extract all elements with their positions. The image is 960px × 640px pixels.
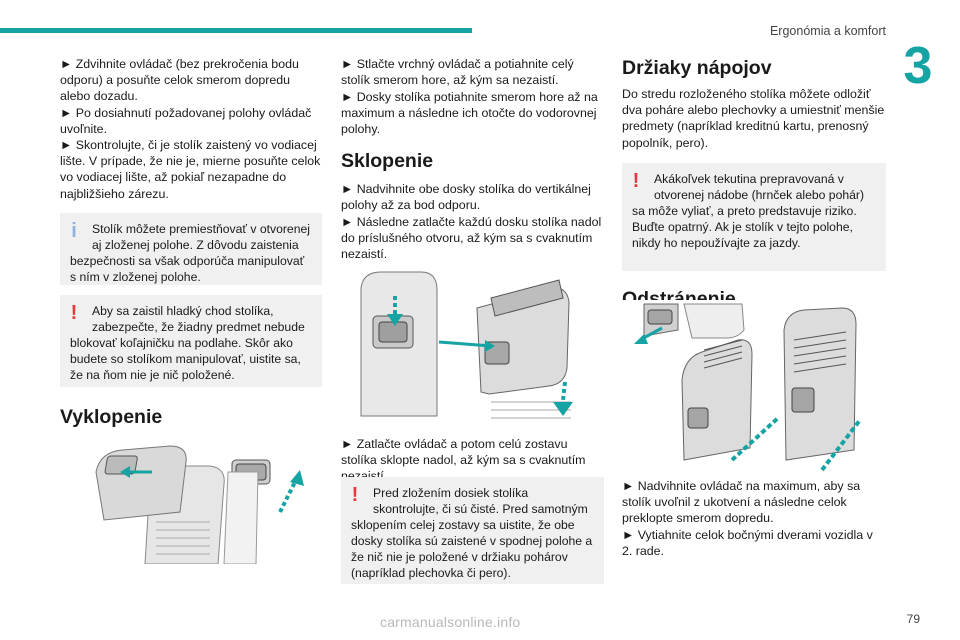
column-2-lower: ► Zatlačte ovládač a potom celú zostavu … — [341, 436, 604, 584]
chapter-title: Ergonómia a komfort — [769, 24, 886, 38]
warning-icon: ! — [70, 302, 78, 324]
step-text: ► Následne zatlačte každú dosku stolíka … — [341, 215, 602, 262]
section-heading-fold: Sklopenie — [341, 150, 434, 172]
chapter-number: 3 — [903, 37, 933, 95]
warning-box: ! Akákoľvek tekutina prepravovaná v otvo… — [622, 163, 886, 271]
section-heading-cups: Držiaky nápojov — [622, 57, 772, 79]
warning-text: blokovať koľajničku na podlahe. Skôr ako… — [70, 336, 301, 382]
warning-box: ! Aby sa zaistil hladký chod stolíka, za… — [60, 295, 322, 387]
illustration-remove — [622, 300, 886, 472]
warning-text: Pred zložením dosiek stolíka skontrolujt… — [373, 486, 588, 516]
warning-icon: ! — [632, 170, 640, 192]
step-text: ► Nadvihnite ovládač na maximum, aby sa … — [622, 479, 861, 526]
body-text: Do stredu rozloženého stolíka môžete odl… — [622, 87, 885, 150]
section-heading-unfold: Vyklopenie — [60, 406, 163, 428]
illustration-unfold — [60, 432, 322, 564]
header-accent-bar — [0, 28, 472, 33]
warning-box: ! Pred zložením dosiek stolíka skontrolu… — [341, 477, 604, 584]
step-text: ► Vytiahnite celok bočnými dverami vozid… — [622, 528, 873, 559]
step-text: ► Skontrolujte, či je stolík zaistený vo… — [60, 138, 321, 201]
info-text: bezpečnosti sa však odporúča manipulovať… — [70, 254, 305, 284]
step-text: ► Dosky stolíka potiahnite smerom hore a… — [341, 90, 598, 137]
step-text: ► Nadvihnite obe dosky stolíka do vertik… — [341, 182, 591, 213]
step-text: ► Zatlačte ovládač a potom celú zostavu … — [341, 437, 586, 483]
column-2: ► Stlačte vrchný ovládač a potiahnite ce… — [341, 56, 604, 263]
column-3: Držiaky nápojov Do stredu rozloženého st… — [622, 56, 886, 311]
info-icon: i — [71, 220, 77, 242]
step-text: ► Po dosiahnutí požadovanej polohy ovlád… — [60, 106, 312, 137]
warning-text: Aby sa zaistil hladký chod stolíka, zabe… — [92, 304, 305, 334]
page-number: 79 — [906, 612, 920, 626]
step-text: ► Stlačte vrchný ovládač a potiahnite ce… — [341, 57, 574, 88]
watermark: carmanualsonline.info — [380, 614, 521, 630]
warning-text: sa môže vyliať, a preto predstavuje rizi… — [632, 204, 857, 250]
column-3-lower: ► Nadvihnite ovládač na maximum, aby sa … — [622, 478, 886, 560]
info-box: i Stolík môžete premiestňovať v otvorene… — [60, 213, 322, 285]
column-1: ► Zdvihnite ovládač (bez prekročenia bod… — [60, 56, 322, 429]
warning-icon: ! — [351, 484, 359, 506]
step-text: ► Zdvihnite ovládač (bez prekročenia bod… — [60, 57, 299, 104]
illustration-fold — [341, 268, 604, 428]
info-text: Stolík môžete premiestňovať v otvorenej … — [92, 222, 310, 252]
warning-text: sklopením celej zostavy sa uistite, že o… — [351, 518, 593, 580]
warning-text: Akákoľvek tekutina prepravovaná v otvore… — [654, 172, 865, 202]
